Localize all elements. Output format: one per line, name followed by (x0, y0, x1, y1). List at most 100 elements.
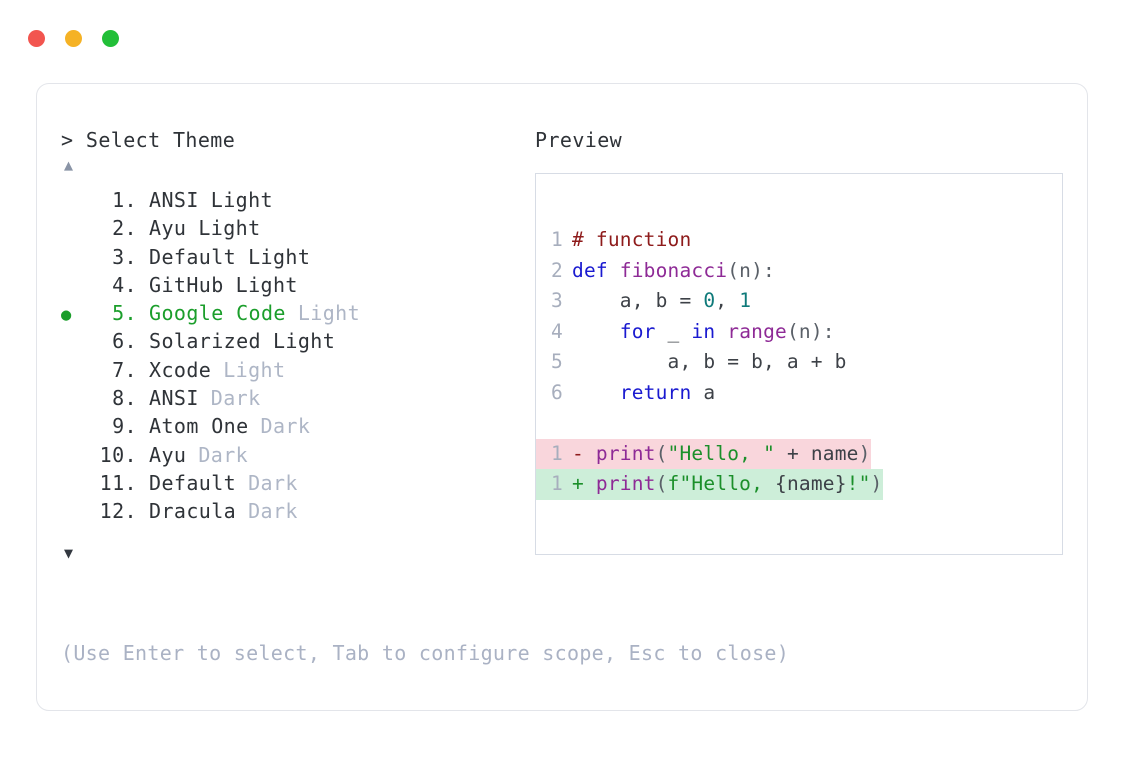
code-line: 3 a, b = 0, 1 (536, 286, 751, 317)
token-keyword: in (691, 319, 716, 343)
token-plain: a (691, 380, 716, 404)
theme-item-number: 9. (112, 414, 137, 439)
selected-bullet-icon: ● (61, 305, 72, 326)
window-titlebar (28, 30, 119, 47)
theme-item-variant: Light (198, 216, 261, 241)
token-punct: ( (655, 441, 668, 465)
token-punct: (n): (786, 319, 835, 343)
token-plain: _ (655, 319, 692, 343)
theme-item-variant: Light (297, 301, 361, 326)
code-line: 2 def fibonacci(n): (536, 256, 775, 287)
token-str: !" (846, 472, 871, 495)
token-punct: ) (870, 472, 883, 495)
maximize-icon[interactable] (102, 30, 119, 47)
line-number: 4 (551, 319, 563, 343)
token-comment: # function (572, 228, 692, 251)
code-line: 5 a, b = b, a + b (536, 347, 847, 378)
theme-list-item[interactable]: 12. Dracula Dark (61, 497, 531, 525)
code-text: def fibonacci(n): (572, 256, 775, 287)
token-plus: + (572, 472, 596, 495)
theme-item-variant: Light (248, 244, 311, 269)
theme-item-number: 7. (112, 357, 137, 382)
theme-item-number: 2. (112, 216, 137, 241)
scroll-up-icon[interactable]: ▲ (64, 156, 74, 174)
theme-item-name: Ayu (149, 216, 187, 241)
token-plain: , (715, 289, 740, 312)
theme-list-item[interactable]: ● 5. Google Code Light (61, 299, 531, 327)
token-punct: (n): (727, 258, 775, 282)
theme-item-name: GitHub (149, 272, 224, 297)
theme-item-variant: Light (272, 329, 336, 354)
page-title: > Select Theme (61, 128, 236, 152)
token-keyword: for (619, 319, 656, 343)
token-fn: print (595, 472, 656, 495)
theme-item-variant: Dark (260, 414, 311, 439)
diff-added-line: 1+ print(f"Hello, {name}!") (536, 469, 883, 500)
code-text: a, b = b, a + b (572, 347, 847, 378)
token-keyword: def (572, 258, 620, 282)
token-num: 0 (703, 289, 716, 312)
line-number: 3 (551, 289, 563, 312)
token-plain: {name} (775, 472, 847, 495)
code-text: return a (572, 378, 715, 409)
token-plain: a, b = (572, 289, 704, 312)
theme-list-item[interactable]: 8. ANSI Dark (61, 384, 531, 412)
scroll-down-icon[interactable]: ▼ (64, 543, 74, 562)
line-number: 1 (551, 441, 563, 465)
code-text: for _ in range(n): (572, 317, 835, 348)
close-icon[interactable] (28, 30, 45, 47)
line-number: 6 (551, 380, 563, 404)
token-plain: + name (775, 441, 859, 465)
token-plain (572, 381, 620, 404)
theme-item-variant: Dark (248, 470, 298, 495)
token-keyword: return (619, 380, 692, 404)
line-number: 1 (551, 228, 563, 251)
theme-list-item[interactable]: 10. Ayu Dark (61, 441, 531, 469)
code-line: 6 return a (536, 378, 715, 409)
diff-removed-line: 1- print("Hello, " + name) (536, 438, 871, 469)
token-plain: a, b = b, a + b (572, 350, 847, 373)
minimize-icon[interactable] (65, 30, 82, 47)
preview-label: Preview (535, 128, 623, 152)
token-fn: range (727, 319, 787, 343)
token-fn: print (595, 441, 656, 465)
theme-item-number: 12. (99, 499, 137, 524)
token-plain (572, 320, 620, 343)
theme-item-name: Default (149, 244, 237, 269)
line-number: 2 (551, 258, 563, 282)
theme-item-variant: Dark (248, 499, 298, 524)
code-text: # function (572, 225, 691, 256)
theme-item-name: Dracula (149, 499, 237, 524)
token-punct: ( (655, 472, 668, 495)
theme-list-item[interactable]: 2. Ayu Light (61, 214, 531, 242)
theme-item-number: 11. (99, 470, 137, 495)
theme-item-number: 1. (112, 188, 137, 212)
theme-item-variant: Dark (198, 442, 249, 467)
theme-list-item[interactable]: 9. Atom One Dark (61, 412, 531, 440)
theme-item-number: 5. (112, 301, 137, 326)
theme-item-number: 10. (99, 442, 137, 467)
theme-item-name: Xcode (149, 357, 212, 382)
theme-item-name: Ayu (149, 442, 187, 467)
theme-item-name: ANSI (149, 386, 199, 411)
code-text: + print(f"Hello, {name}!") (572, 469, 883, 500)
theme-item-name: Solarized (149, 329, 261, 354)
theme-item-name: Atom One (149, 414, 249, 439)
theme-item-variant: Dark (210, 386, 261, 411)
theme-item-variant: Light (210, 188, 273, 212)
theme-item-name: Google Code (149, 301, 286, 326)
theme-item-number: 8. (112, 386, 137, 411)
token-punct: ) (858, 441, 871, 465)
token-str: "Hello, " (667, 441, 776, 465)
